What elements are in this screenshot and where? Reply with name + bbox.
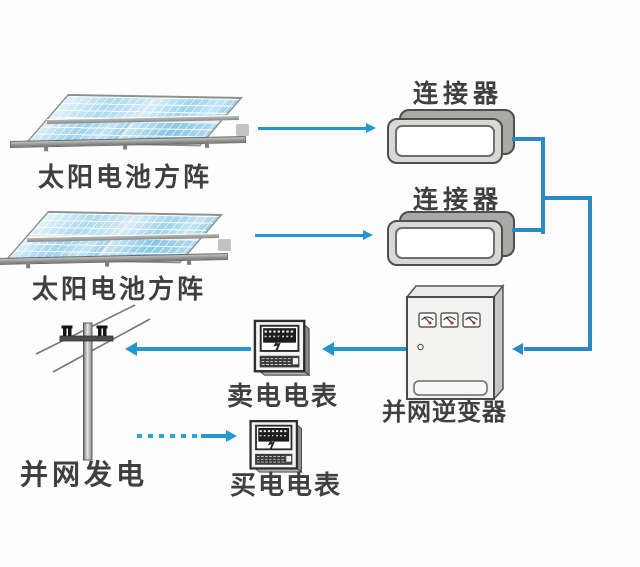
inverter-gauge-icon	[440, 312, 459, 328]
connector-front-face	[387, 118, 503, 164]
rail-foot	[105, 261, 110, 267]
bus-segment	[524, 347, 588, 351]
inverter-gauge-icon	[418, 312, 437, 328]
bus-segment	[512, 228, 545, 232]
arrow-array1-to-connector1	[258, 127, 368, 130]
arrowhead-left-icon	[512, 342, 523, 355]
arrowhead-right-icon	[226, 429, 237, 442]
buy-meter-icon	[249, 420, 303, 473]
arrowhead-left-icon	[322, 342, 334, 356]
arrow-array2-to-connector2	[255, 234, 365, 237]
inverter-door-knob	[417, 343, 424, 351]
connector-front-face	[387, 220, 503, 266]
connector-socket	[395, 227, 495, 259]
rail-foot	[205, 142, 210, 148]
dashed-arrow-grid-to-buy-meter	[137, 434, 201, 438]
grid-inverter-label: 并网逆变器	[382, 399, 507, 426]
inverter-bottom-vent	[413, 380, 488, 396]
array-mount-bracket	[218, 239, 231, 251]
bus-segment	[588, 196, 592, 351]
sell-meter-label: 卖电电表	[227, 381, 340, 411]
inverter-gauge-icon	[462, 312, 481, 328]
pole-shaft	[83, 322, 93, 461]
solar-array-2-label: 太阳电池方阵	[32, 274, 207, 304]
connector-socket	[395, 125, 495, 157]
bus-segment	[512, 137, 545, 141]
grid-inverter-icon	[405, 283, 505, 401]
sell-meter-icon	[253, 319, 311, 377]
rail-foot	[187, 259, 192, 265]
inverter-side-face	[493, 283, 504, 401]
arrowhead-right-icon	[363, 230, 373, 240]
grid-power-label: 并网发电	[20, 459, 149, 490]
arrowhead-right-icon	[366, 123, 376, 133]
array-mount-bracket	[236, 124, 249, 136]
bus-segment	[541, 137, 545, 234]
rail-foot	[43, 146, 48, 152]
buy-meter-label: 买电电表	[230, 470, 343, 500]
bus-segment	[541, 196, 592, 200]
power-wire	[52, 318, 151, 373]
meter-seal	[285, 455, 292, 463]
pole-crossarm	[59, 335, 114, 342]
dashed-arrow-solid-tip	[201, 434, 227, 438]
connector-2-icon	[387, 211, 517, 273]
insulator-icon	[61, 325, 73, 336]
lightning-bolt-icon	[273, 335, 281, 352]
inverter-top-face	[405, 285, 505, 298]
utility-pole-icon	[35, 304, 151, 461]
arrow-inverter-to-sell-meter	[334, 347, 406, 351]
meter-register-window	[263, 328, 297, 343]
connector-2-label: 连接器	[413, 186, 504, 214]
insulator-icon	[96, 325, 108, 336]
rail-foot	[25, 263, 30, 269]
connector-1-label: 连接器	[413, 80, 504, 108]
arrow-sell-meter-to-grid	[137, 347, 251, 351]
connector-1-icon	[387, 109, 517, 171]
arrowhead-left-icon	[125, 342, 137, 356]
meter-seal	[292, 357, 299, 365]
rail-foot	[123, 144, 128, 150]
lightning-bolt-icon	[267, 435, 275, 450]
solar-array-1-label: 太阳电池方阵	[38, 162, 213, 192]
meter-register-window	[258, 427, 290, 442]
